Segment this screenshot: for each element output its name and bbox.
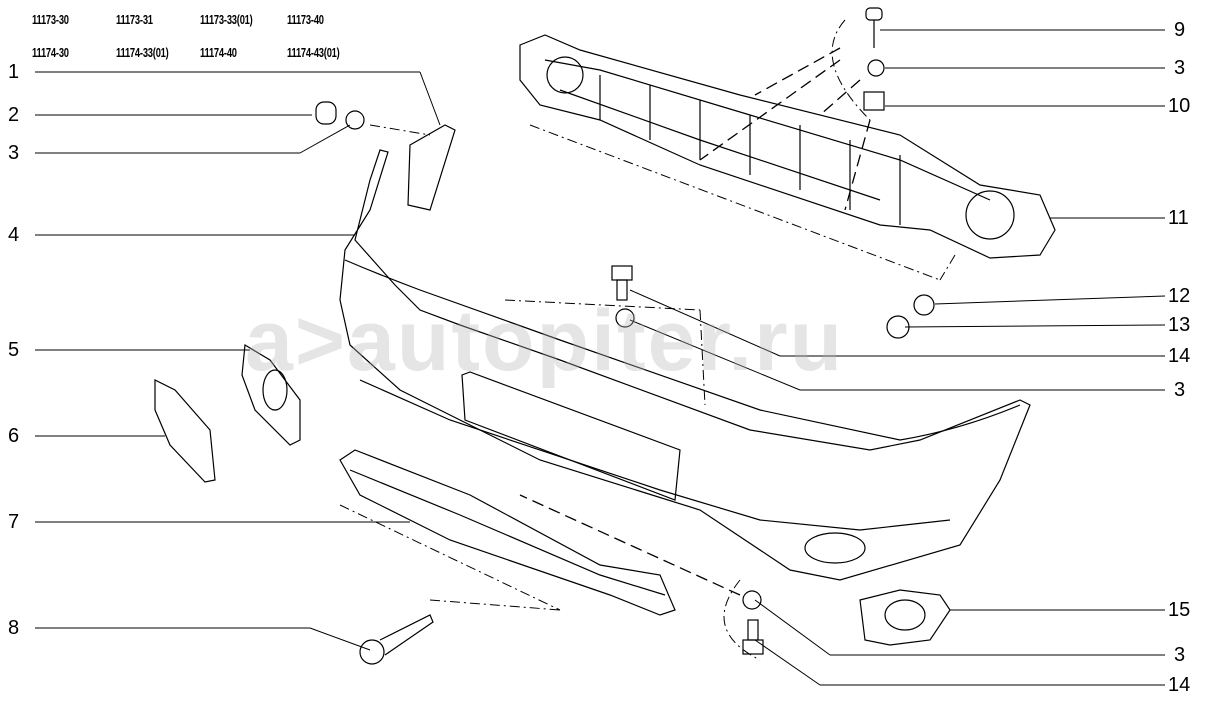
watermark: a>autopiter.ru: [245, 293, 845, 389]
callout-10: 10: [1168, 95, 1191, 117]
callout-9: 9: [1174, 19, 1186, 41]
callout-7: 7: [8, 511, 20, 533]
model-code: 11173-40: [287, 12, 324, 27]
callout-3: 3: [1174, 379, 1186, 401]
arrows: [519, 47, 871, 596]
model-code: 11174-40: [200, 45, 237, 60]
callout-14: 14: [1168, 674, 1191, 696]
model-code: 11174-33(01): [116, 45, 169, 60]
model-code: 11174-30: [32, 45, 69, 60]
callout-4: 4: [8, 224, 20, 246]
fog-bezel-right: [859, 589, 951, 646]
callout-5: 5: [8, 339, 20, 361]
fasteners: [315, 7, 935, 665]
bumper-cover: [339, 149, 1031, 581]
callout-13: 13: [1168, 314, 1191, 336]
fog-bezel-left: [241, 343, 301, 446]
model-code: 11174-43(01): [287, 45, 340, 60]
callout-12: 12: [1168, 285, 1191, 307]
callout-2: 2: [8, 104, 20, 126]
leader-lines: [35, 29, 1166, 686]
callout-14: 14: [1168, 345, 1191, 367]
bumper-bracket: [407, 124, 456, 211]
callout-15: 15: [1168, 599, 1191, 621]
callout-11: 11: [1168, 207, 1189, 229]
model-code: 11173-30: [32, 12, 69, 27]
callout-3: 3: [1174, 57, 1186, 79]
model-code: 11173-33(01): [200, 12, 253, 27]
model-code: 11173-31: [116, 12, 153, 27]
energy-absorber: [519, 34, 1056, 259]
callout-8: 8: [8, 617, 20, 639]
callout-3: 3: [8, 142, 20, 164]
fog-cover: [154, 379, 216, 483]
callout-1: 1: [8, 61, 20, 83]
lower-grille: [339, 449, 676, 616]
license-plate: [461, 371, 681, 501]
callout-6: 6: [8, 425, 20, 447]
callout-3: 3: [1174, 644, 1186, 666]
